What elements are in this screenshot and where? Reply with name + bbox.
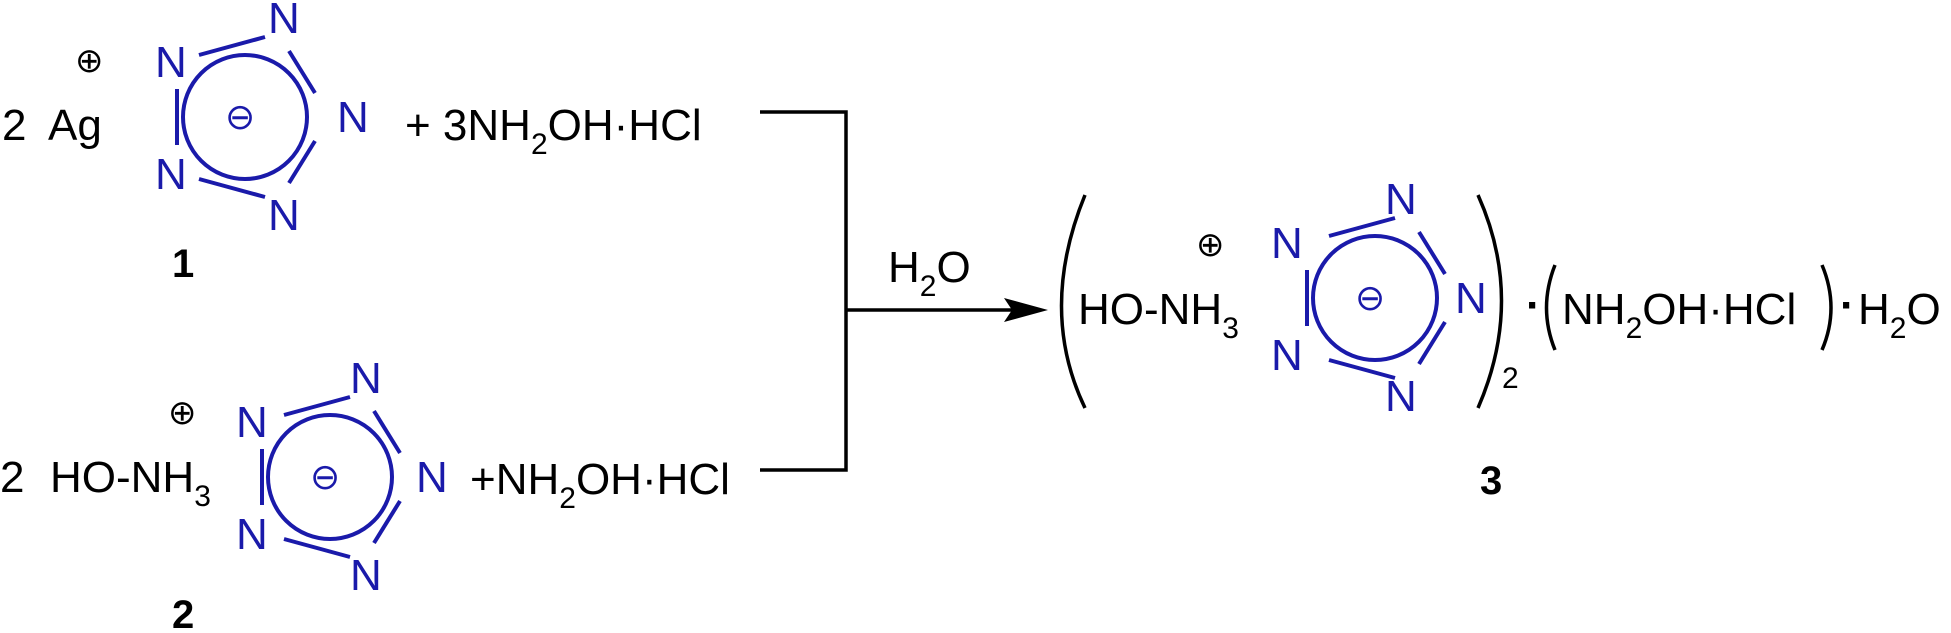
product-water: H2O [1858, 285, 1941, 345]
reactant-2-coefficient: 2 [0, 453, 24, 502]
reactant-1-cation: Ag [48, 101, 102, 150]
tetrazolate-ring-3: N N N N N ⊖ [1271, 175, 1487, 421]
bracket-open [1059, 194, 1087, 409]
reactant-2-cation: HO-NH3 [50, 453, 211, 513]
compound-label-3: 3 [1480, 459, 1502, 503]
adduct-bracket-open [1544, 264, 1557, 351]
ring-3-atom-3: N [1455, 274, 1487, 323]
bracket-close [1476, 194, 1504, 409]
reactant-1-plus-charge: ⊕ [75, 42, 104, 80]
adduct-bracket-close [1820, 264, 1833, 351]
reactant-2-reagent: +NH2OH·HCl [470, 455, 730, 515]
ring-2-minus-charge: ⊖ [310, 456, 340, 497]
reaction-condition: H2O [888, 243, 971, 303]
reactant-2-plus-charge: ⊕ [168, 394, 197, 432]
ring-3-atom-4: N [1385, 372, 1417, 421]
reaction-arrow: H2O [760, 110, 1048, 472]
ring-1-atom-4: N [268, 191, 300, 240]
ring-1-atom-2: N [268, 0, 300, 43]
reactant-1-reagent: + 3NH2OH·HCl [405, 101, 702, 161]
ring-1-atom-1: N [155, 38, 187, 87]
ring-2-atom-4: N [350, 551, 382, 600]
ring-3-minus-charge: ⊖ [1355, 277, 1385, 318]
ring-3-atom-2: N [1385, 175, 1417, 224]
ring-3-atom-5: N [1271, 331, 1303, 380]
ring-2-atom-2: N [350, 354, 382, 403]
compound-label-2: 2 [172, 593, 194, 633]
product-cation: HO-NH3 [1078, 285, 1239, 345]
product-stoichiometry-subscript: 2 [1502, 362, 1519, 395]
product-adduct: NH2OH·HCl [1562, 285, 1796, 345]
ring-1-atom-5: N [155, 150, 187, 199]
product-3: HO-NH3 ⊕ N N N N N ⊖ 2 · NH2OH·HCl · H2O… [1059, 175, 1941, 503]
compound-label-1: 1 [172, 242, 194, 286]
product-dot-1: · [1526, 281, 1541, 330]
ring-2-atom-5: N [236, 510, 268, 559]
reactant-1-coefficient: 2 [2, 101, 26, 150]
tetrazolate-ring-2: N N N N N ⊖ [236, 354, 448, 600]
product-plus-charge: ⊕ [1196, 226, 1225, 264]
ring-1-atom-3: N [337, 93, 369, 142]
ring-3-atom-1: N [1271, 219, 1303, 268]
ring-2-atom-3: N [416, 453, 448, 502]
ring-1-minus-charge: ⊖ [225, 96, 255, 137]
product-dot-2: · [1840, 281, 1855, 330]
reactant-2: 2 HO-NH3 ⊕ N N N N N ⊖ +NH2OH·HCl 2 [0, 354, 730, 633]
tetrazolate-ring-1: N N N N N ⊖ [155, 0, 369, 240]
reactant-1: 2 Ag ⊕ N N N N N ⊖ + 3NH2OH·HCl 1 [2, 0, 702, 286]
ring-2-atom-1: N [236, 398, 268, 447]
